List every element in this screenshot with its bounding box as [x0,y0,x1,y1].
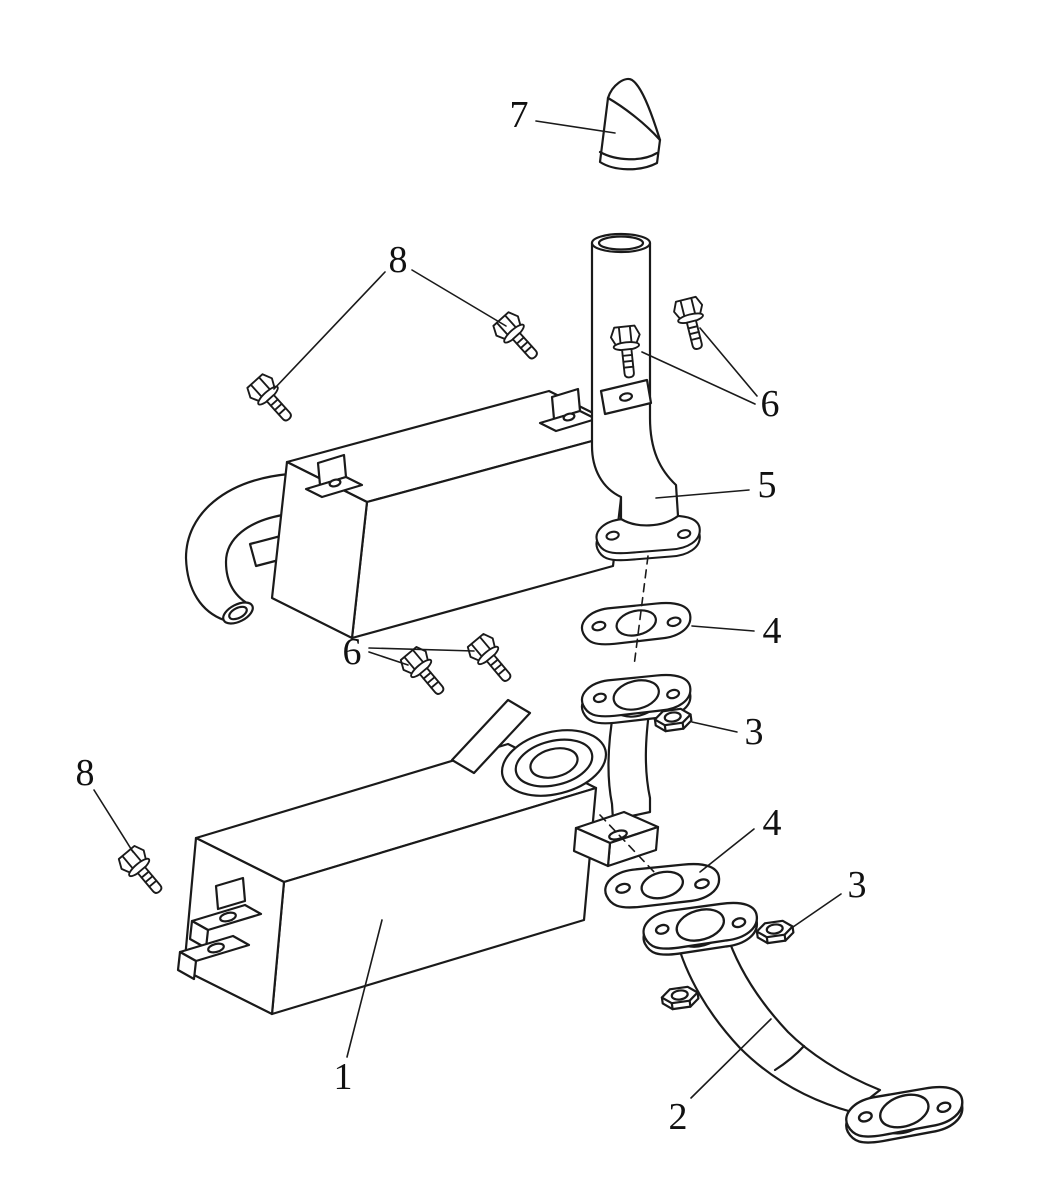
callout-label-4-upper: 4 [763,610,782,652]
callout-label-6-right: 6 [761,383,780,425]
part-2-exhaust-pipe [638,886,969,1159]
callout-label-6-left: 6 [343,631,362,673]
part-7-exhaust-tip [598,77,662,171]
callout-label-5: 5 [758,464,777,506]
part-1-muffler [182,742,598,1016]
muffler-inlet-flange [450,698,608,797]
muffler-foot-bracket [188,876,263,950]
callout-label-8-left: 8 [76,752,95,794]
muffler-foot-bracket [176,934,251,981]
callout-label-4-lower: 4 [763,802,782,844]
upper-muffler-body [270,389,631,640]
leader-lines [93,120,842,1099]
callout-labels: 7 8 6 5 4 6 3 8 4 3 1 2 [76,94,867,1138]
intermediate-downpipe [577,660,696,822]
part-5-elbow-tailpipe [590,232,704,573]
downpipe-foot-bracket [572,810,660,868]
upper-muffler-bracket-left [304,453,364,499]
callout-label-7: 7 [510,94,529,136]
callout-label-3-lower: 3 [848,864,867,906]
callout-label-1: 1 [334,1056,353,1098]
callout-label-8-top: 8 [389,239,408,281]
callout-label-2: 2 [669,1096,688,1138]
assembly-centerlines [599,555,657,875]
callout-label-3-upper: 3 [745,711,764,753]
